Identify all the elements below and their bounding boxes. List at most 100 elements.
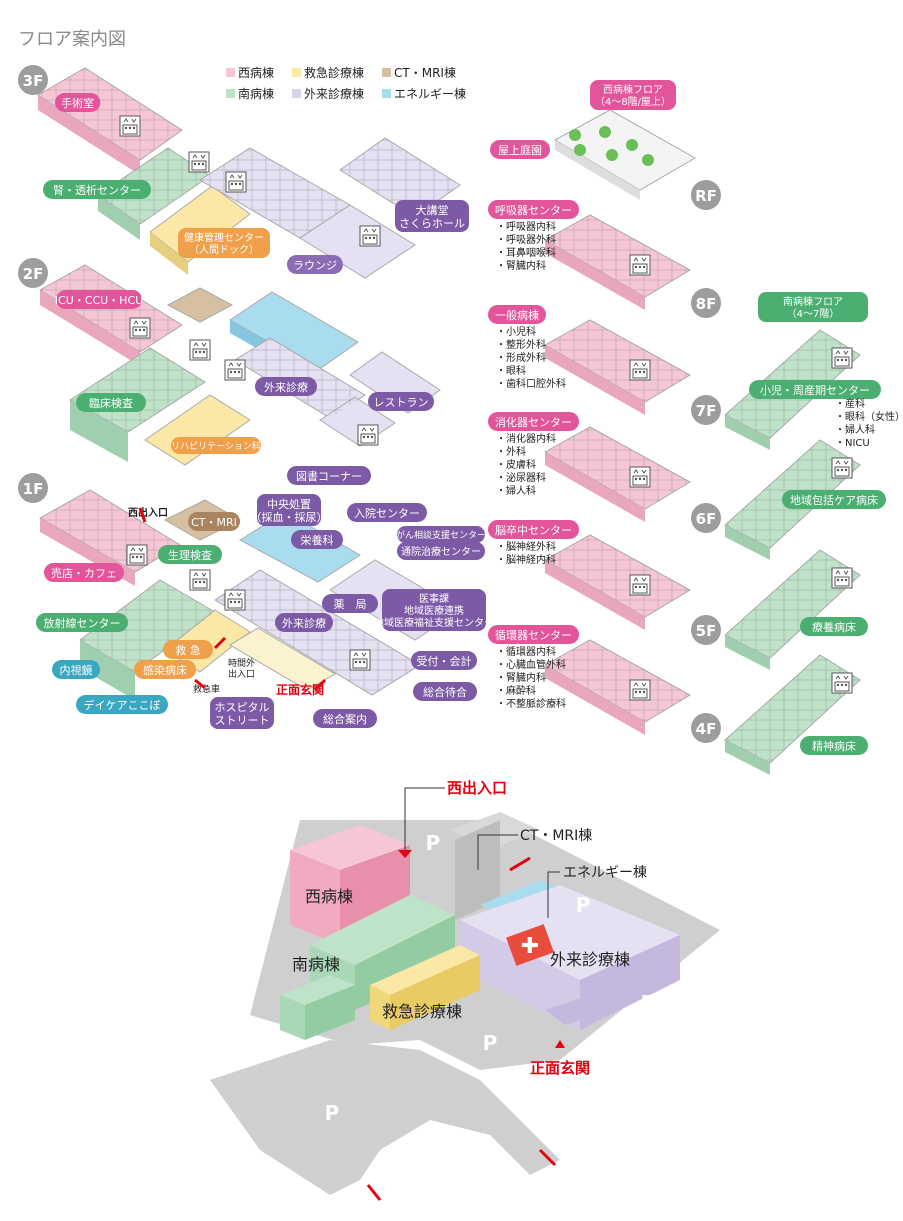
floor-label-f4: 4F bbox=[696, 720, 717, 738]
svg-text:外来診療棟: 外来診療棟 bbox=[550, 950, 630, 969]
label-central-text: （採血・採尿） bbox=[251, 510, 328, 524]
floor-label-2f: 2F bbox=[23, 265, 44, 283]
label-rooftop-text: 屋上庭園 bbox=[498, 143, 542, 157]
svg-text:出入口: 出入口 bbox=[228, 668, 255, 680]
label-restaurant: レストラン bbox=[368, 392, 434, 411]
label-rehab-text: リハビリテーション科 bbox=[171, 440, 261, 452]
elevator-icon bbox=[831, 457, 853, 479]
svg-text:西出入口: 西出入口 bbox=[447, 779, 507, 797]
access-arrow-icon bbox=[538, 1148, 557, 1167]
dept-item: ・眼科 bbox=[496, 364, 526, 377]
label-medical-affairs-text: 地域医療連携 bbox=[404, 604, 464, 617]
label-nutrition: 栄養科 bbox=[291, 530, 343, 549]
label-hospital-street-text: ストリート bbox=[215, 714, 270, 727]
floor-label-1f: 1F bbox=[23, 480, 44, 498]
label-outpatient2-text: 外来診療 bbox=[264, 380, 308, 394]
label-shop: 売店・カフェ bbox=[44, 563, 124, 582]
access-arrow-icon bbox=[366, 1184, 382, 1201]
legend-swatch bbox=[226, 68, 235, 77]
south-dept-f4: 精神病床 bbox=[800, 736, 868, 755]
label-medical-affairs-text: 地域医療福祉支援センター bbox=[374, 616, 494, 629]
dept-item: ・脳神経外科 bbox=[496, 540, 556, 553]
dept-item: ・消化器内科 bbox=[496, 432, 556, 445]
legend-label: 外来診療棟 bbox=[304, 86, 364, 101]
floor-badge-f7 bbox=[691, 395, 721, 425]
dept-item: ・腎臓内科 bbox=[496, 259, 546, 272]
svg-text:正面玄関: 正面玄関 bbox=[276, 682, 324, 697]
label-hospital-street-text: ホスピタル bbox=[215, 701, 270, 714]
dept-item: ・呼吸器内科 bbox=[496, 220, 556, 233]
label-ambulance: 救急車 bbox=[193, 683, 220, 695]
campus-energy: エネルギー棟 bbox=[563, 865, 647, 881]
west-ward-floors: 西病棟フロア（4～8階/屋上）屋上庭園RF8F7F6F5F4F呼吸器センター・呼… bbox=[488, 80, 721, 743]
label-daycare-text: デイケアここぼ bbox=[84, 698, 161, 712]
south-ward-floors: 南病棟フロア（4～7階）小児・周産期センター・産科・眼科（女性）・婦人科・NIC… bbox=[724, 292, 903, 775]
svg-text:CT・MRI棟: CT・MRI棟 bbox=[520, 828, 592, 844]
south-floor-title-text: 南病棟フロア bbox=[783, 295, 843, 308]
south-dept-f5: 療養病床 bbox=[800, 617, 868, 636]
svg-text:西病棟: 西病棟 bbox=[305, 887, 353, 906]
legend-swatch bbox=[292, 89, 301, 98]
south-dept-f4-text: 精神病床 bbox=[812, 739, 856, 753]
label-surgery: 手術室 bbox=[55, 93, 101, 112]
dept-item: ・泌尿器科 bbox=[496, 471, 546, 484]
campus-west-entrance: 西出入口 bbox=[447, 779, 507, 797]
west-dept-f5: 脳卒中センター bbox=[488, 520, 579, 539]
elevator-icon bbox=[629, 574, 651, 596]
label-health-text: （人間ドック） bbox=[189, 244, 259, 256]
west-dept-f7-text: 一般病棟 bbox=[495, 308, 539, 322]
label-endoscopy-text: 内視鏡 bbox=[60, 663, 93, 677]
svg-text:救急車: 救急車 bbox=[193, 683, 220, 695]
legend-label: 救急診療棟 bbox=[304, 65, 364, 80]
dept-item: ・形成外科 bbox=[496, 351, 546, 364]
label-cancer: がん相談支援センター bbox=[396, 526, 486, 543]
label-ctmri-text: CT・MRI bbox=[191, 516, 237, 529]
label-chemo: 通院治療センター bbox=[397, 542, 485, 560]
campus-ctmri: CT・MRI棟 bbox=[520, 828, 592, 844]
parking-icon: P bbox=[483, 1031, 498, 1055]
floor-badge-f5 bbox=[691, 615, 721, 645]
label-info-text: 総合案内 bbox=[323, 712, 367, 726]
campus-emergency-bldg: 救急診療棟 bbox=[382, 1002, 462, 1021]
dept-item: ・NICU bbox=[835, 438, 870, 449]
floor-badge-f6 bbox=[691, 503, 721, 533]
label-outpatient1-text: 外来診療 bbox=[282, 616, 326, 630]
label-surgery-text: 手術室 bbox=[61, 96, 94, 110]
south-dept-f7-text: 小児・周産期センター bbox=[760, 384, 870, 397]
west-dept-f4: 循環器センター bbox=[488, 625, 579, 644]
label-pharmacy: 薬 局 bbox=[322, 594, 378, 613]
label-emergency-text: 救 急 bbox=[175, 643, 201, 657]
west-dept-f5-text: 脳卒中センター bbox=[495, 523, 572, 537]
label-central: 中央処置（採血・採尿） bbox=[251, 494, 328, 526]
label-health: 健康管理センター（人間ドック） bbox=[178, 228, 270, 258]
rooftop-garden bbox=[553, 109, 697, 191]
floor-label-f6: 6F bbox=[696, 510, 717, 528]
label-shop-text: 売店・カフェ bbox=[51, 566, 117, 580]
label-endoscopy: 内視鏡 bbox=[52, 660, 100, 679]
legend-swatch bbox=[382, 68, 391, 77]
entrance-arrow-icon bbox=[194, 678, 206, 690]
elevator-icon bbox=[831, 347, 853, 369]
label-hall-text: さくらホール bbox=[399, 217, 465, 230]
dept-item: ・整形外科 bbox=[496, 338, 546, 351]
label-west-entrance: 西出入口 bbox=[128, 506, 168, 519]
dept-item: ・産科 bbox=[835, 397, 865, 410]
dept-item: ・心臓血管外科 bbox=[496, 658, 566, 671]
entrance-arrow-icon bbox=[138, 507, 147, 523]
south-dept-f5-text: 療養病床 bbox=[812, 620, 856, 634]
elevator-icon bbox=[629, 466, 651, 488]
label-radiation-text: 放射線センター bbox=[44, 616, 121, 630]
west-dept-f8: 呼吸器センター bbox=[488, 200, 579, 219]
page-title: フロア案内図 bbox=[18, 29, 126, 50]
label-physio-text: 生理検査 bbox=[168, 548, 212, 562]
campus-overview: ✚ bbox=[210, 812, 720, 1195]
floor-badge-3f bbox=[18, 65, 48, 95]
label-physio: 生理検査 bbox=[158, 545, 222, 564]
svg-text:西出入口: 西出入口 bbox=[128, 506, 168, 519]
label-dialysis-text: 腎・透析センター bbox=[53, 183, 141, 197]
label-hall-text: 大講堂 bbox=[416, 203, 449, 217]
